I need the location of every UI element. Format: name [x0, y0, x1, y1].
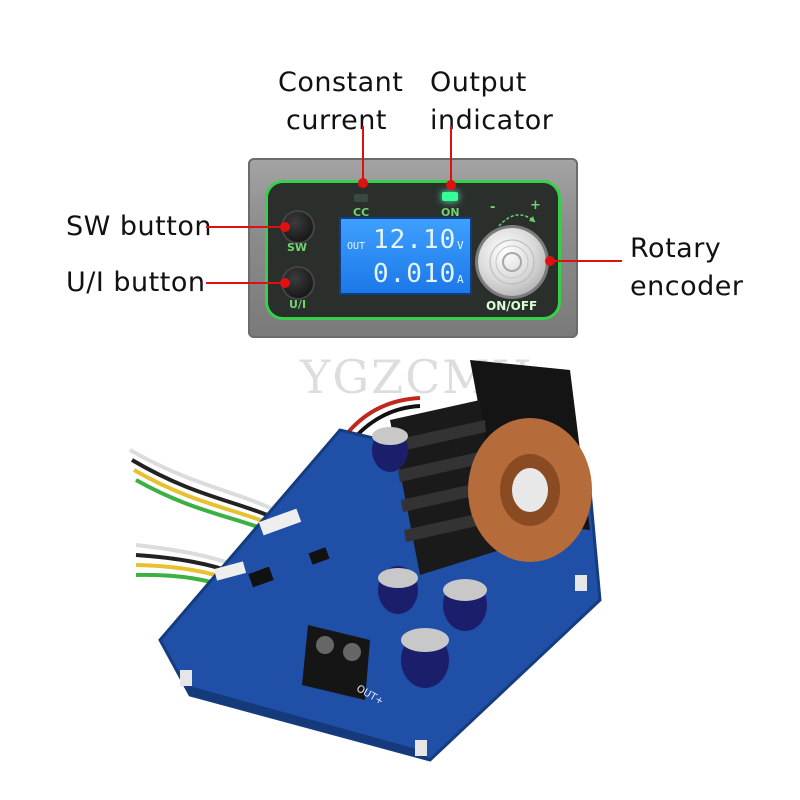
encoder-pointer-line: [550, 260, 622, 262]
constant-current-line1: Constant: [278, 67, 404, 98]
onoff-text: ON/OFF: [486, 299, 538, 313]
rotary-encoder-knob[interactable]: [478, 228, 546, 296]
cc-text: CC: [353, 206, 370, 219]
output-indicator-line2: indicator: [430, 105, 554, 136]
constant-current-line2: current: [286, 105, 387, 136]
lcd-voltage-unit: V: [457, 239, 464, 252]
cc-pointer-dot: [358, 178, 368, 188]
minus-text: -: [490, 200, 496, 215]
ui-text: U/I: [289, 298, 307, 311]
converter-board: [129, 360, 602, 762]
rotary-encoder-line1: Rotary: [630, 233, 722, 264]
on-indicator-led: [442, 192, 458, 201]
output-indicator-label: Output indicator: [430, 64, 553, 140]
cc-indicator-led: [354, 194, 368, 202]
ui-pointer-line: [206, 282, 286, 284]
rotary-encoder-line2: encoder: [630, 271, 744, 302]
lcd-current: 0.010: [373, 259, 457, 289]
lcd-current-unit: A: [457, 273, 464, 286]
lcd-display: OUT 12.10 V 0.010 A: [339, 217, 472, 295]
sw-text: SW: [287, 241, 308, 254]
rotation-arrow-icon: [498, 214, 536, 227]
plus-text: +: [530, 198, 541, 213]
sw-button-label: SW button: [66, 211, 212, 242]
constant-current-label: Constant current: [278, 64, 403, 140]
lcd-out-label: OUT: [347, 241, 366, 252]
sw-pointer-dot: [280, 222, 290, 232]
output-indicator-line1: Output: [430, 67, 527, 98]
knob-logo-icon: [489, 239, 535, 285]
cc-pointer-line: [362, 126, 364, 182]
encoder-pointer-dot: [545, 256, 555, 266]
lcd-voltage: 12.10: [373, 225, 457, 255]
ui-button-label: U/I button: [66, 267, 206, 298]
ui-pointer-dot: [280, 278, 290, 288]
on-pointer-dot: [446, 180, 456, 190]
rotary-encoder-label: Rotary encoder: [630, 230, 743, 306]
sw-pointer-line: [206, 226, 286, 228]
on-text: ON: [441, 206, 460, 219]
on-pointer-line: [450, 126, 452, 184]
